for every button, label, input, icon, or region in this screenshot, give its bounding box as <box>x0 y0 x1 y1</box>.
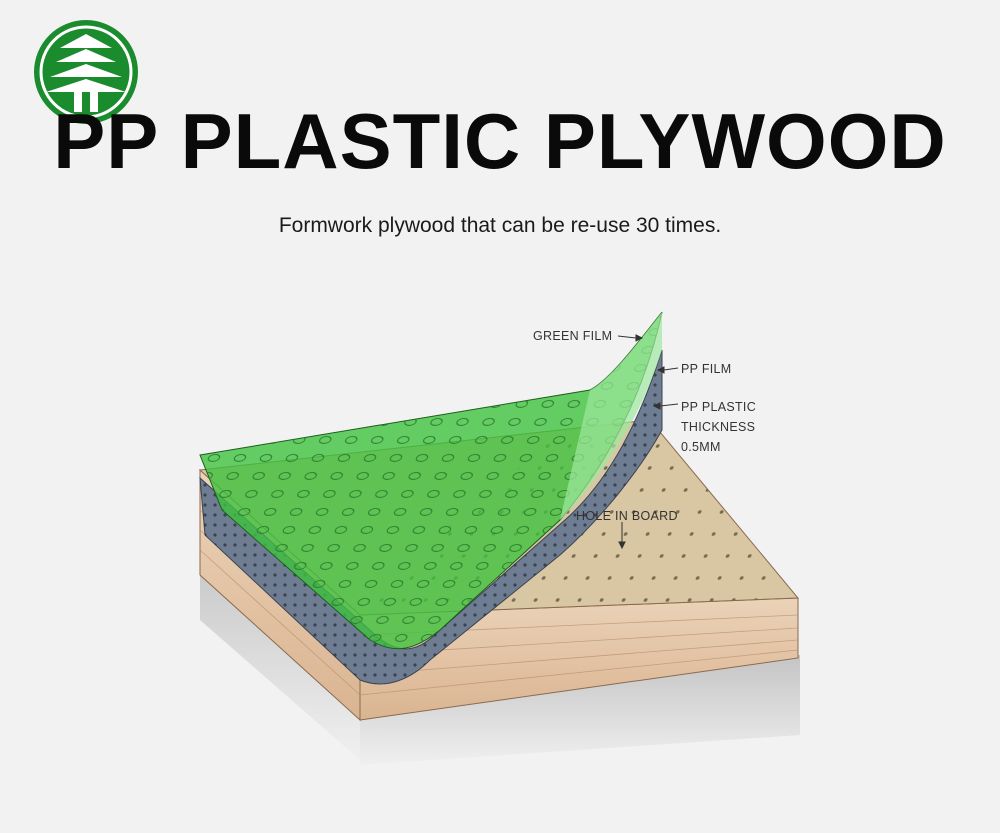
page-title: PP PLASTIC PLYWOOD <box>53 97 947 185</box>
label-pp-plastic-line1: PP PLASTIC <box>681 400 757 414</box>
label-green-film: GREEN FILM <box>533 329 613 343</box>
label-pp-plastic-line2: THICKNESS <box>681 420 756 434</box>
page-subtitle: Formwork plywood that can be re-use 30 t… <box>278 214 722 237</box>
green-film-curl-highlight <box>560 312 662 520</box>
label-arrows <box>617 334 679 550</box>
label-pp-plastic-line3: 0.5MM <box>681 440 721 454</box>
pagoda-layers-logo-icon <box>34 20 138 124</box>
label-pp-film: PP FILM <box>681 362 732 376</box>
label-hole-in-board: HOLE IN BOARD <box>576 509 678 523</box>
